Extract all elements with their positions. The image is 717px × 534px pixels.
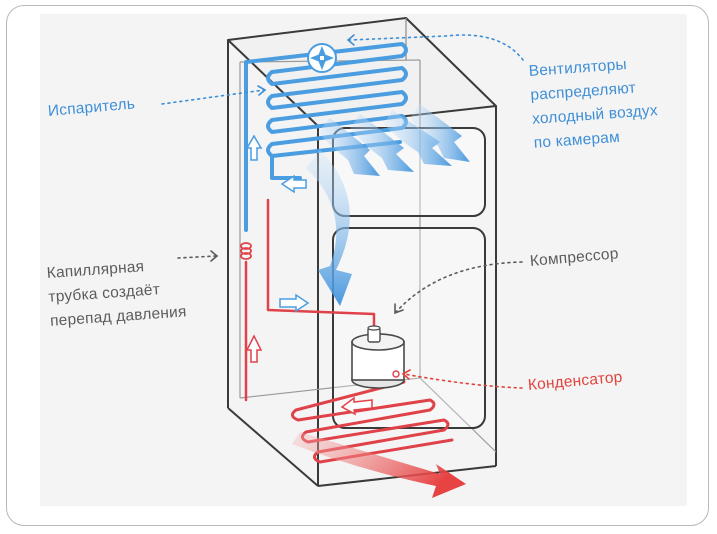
hot-pipe (244, 198, 376, 402)
leader-arrowheads (210, 34, 411, 380)
right-arrow-icon (279, 293, 310, 313)
hot-airflow (292, 432, 466, 498)
fans-label: Вентиляторы распределяют холодный воздух… (528, 51, 660, 156)
left-arrow-icon (280, 174, 307, 194)
up-arrow-icon (245, 134, 263, 161)
up-arrow-icon (245, 334, 263, 363)
capillary-coil (240, 242, 252, 260)
compressor-unit (351, 325, 405, 389)
cold-airflow (306, 104, 470, 306)
fan-icon (307, 43, 337, 73)
capillary-label: Капиллярная трубка создаёт перепад давле… (46, 252, 187, 333)
left-arrow-icon (340, 396, 373, 416)
fridge-compartment (332, 227, 486, 429)
leader-lines (161, 34, 524, 389)
